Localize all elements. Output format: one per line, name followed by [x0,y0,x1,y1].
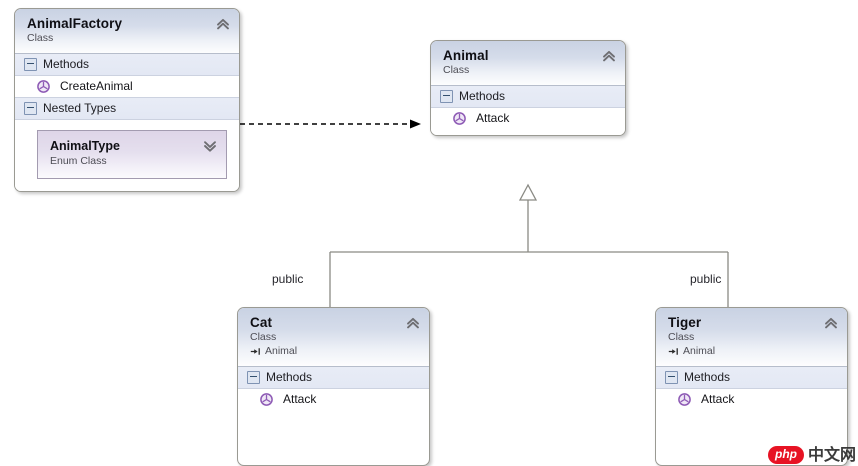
edge-label-cat-visibility: public [272,272,304,286]
edge-label-tiger-visibility: public [690,272,722,286]
chevron-double-up-icon[interactable] [406,316,420,330]
method-row-attack-cat[interactable]: Attack [238,389,429,410]
class-header-animalfactory: AnimalFactory Class [15,9,239,54]
class-base-cat: Animal [250,345,419,358]
method-name: CreateAnimal [60,79,133,93]
compartment-label: Nested Types [43,101,117,115]
nested-class-box-animaltype[interactable]: AnimalType Enum Class [37,130,227,179]
compartment-methods-cat[interactable]: Methods [238,367,429,389]
class-stereotype-animalfactory: Class [27,32,54,44]
base-class-arrow-icon [250,346,261,357]
class-base-tiger: Animal [668,345,837,358]
class-title-animal: Animal [443,48,489,63]
minus-box-icon[interactable] [247,371,260,384]
compartment-methods-animalfactory[interactable]: Methods [15,54,239,76]
chevron-double-up-icon[interactable] [602,49,616,63]
class-stereotype-cat: Class [250,331,277,343]
method-name: Attack [283,392,317,406]
minus-box-icon[interactable] [24,102,37,115]
method-row-attack-animal[interactable]: Attack [431,108,625,135]
minus-box-icon[interactable] [665,371,678,384]
compartment-label: Methods [459,89,506,103]
method-icon [260,393,273,406]
class-header-cat: Cat Class Animal [238,308,429,367]
method-icon [37,80,50,93]
class-box-animalfactory[interactable]: AnimalFactory Class Methods CreateAnimal [14,8,240,192]
dependency-edge-animalfactory-animal [240,119,421,129]
class-stereotype-tiger: Class [668,331,695,343]
method-icon [678,393,691,406]
chevron-double-up-icon[interactable] [216,17,230,31]
class-title-tiger: Tiger [668,315,702,330]
watermark-badge: php [767,446,804,464]
watermark-text: 中文网 [807,446,856,464]
nested-class-title: AnimalType [50,139,120,153]
generalization-edges [329,183,729,307]
nested-class-stereotype: Enum Class [50,155,107,167]
compartment-methods-animal[interactable]: Methods [431,86,625,108]
minus-box-icon[interactable] [24,58,37,71]
compartment-methods-tiger[interactable]: Methods [656,367,847,389]
method-name: Attack [476,111,510,125]
method-row-attack-tiger[interactable]: Attack [656,389,847,410]
minus-box-icon[interactable] [440,90,453,103]
method-row-createanimal[interactable]: CreateAnimal [15,76,239,97]
chevron-double-up-icon[interactable] [824,316,838,330]
compartment-label: Methods [684,370,731,384]
base-class-name: Animal [683,345,716,357]
class-title-cat: Cat [250,315,273,330]
watermark: php 中文网 [767,446,856,464]
base-class-arrow-icon [668,346,679,357]
method-icon [453,112,466,125]
class-box-animal[interactable]: Animal Class Methods Attack [430,40,626,136]
class-box-cat[interactable]: Cat Class Animal [237,307,430,466]
compartment-label: Methods [43,57,90,71]
class-header-animal: Animal Class [431,41,625,86]
compartment-nested-types-animalfactory[interactable]: Nested Types [15,97,239,120]
class-title-animalfactory: AnimalFactory [27,16,123,31]
class-box-tiger[interactable]: Tiger Class Animal [655,307,848,466]
method-name: Attack [701,392,735,406]
nested-types-area: AnimalType Enum Class [15,120,239,191]
class-stereotype-animal: Class [443,64,470,76]
compartment-label: Methods [266,370,313,384]
base-class-name: Animal [265,345,298,357]
class-header-tiger: Tiger Class Animal [656,308,847,367]
chevron-double-down-icon[interactable] [203,139,217,153]
